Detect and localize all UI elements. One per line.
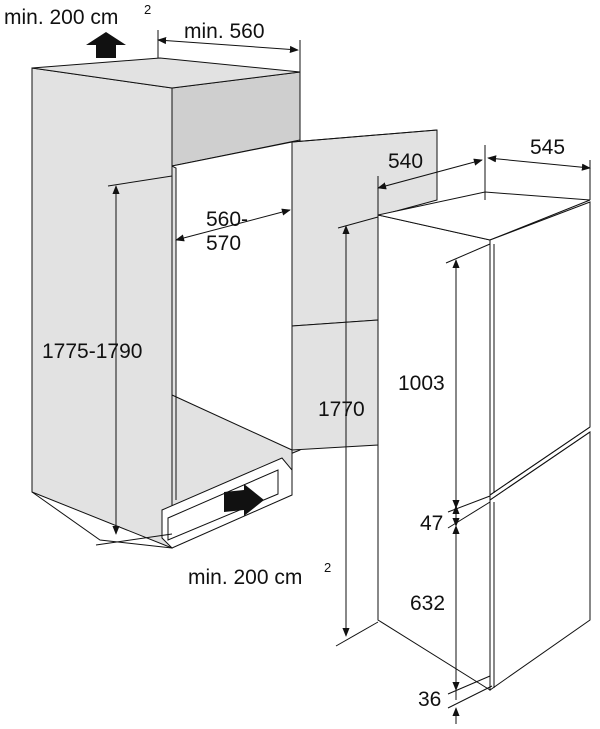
appliance-height-label: 1770 bbox=[318, 398, 365, 421]
vent-arrow-top-icon bbox=[86, 32, 126, 58]
dimension-lines bbox=[95, 30, 591, 724]
vent-top-label: min. 200 cm bbox=[4, 6, 118, 29]
appliance-depth-door-label: 545 bbox=[530, 136, 565, 159]
niche-depth-label-line2: 570 bbox=[206, 232, 241, 255]
vent-top-superscript: 2 bbox=[144, 2, 151, 17]
labels: min. 200 cm 2 min. 560 560- 570 1775-179… bbox=[4, 2, 565, 711]
niche-height-label: 1775-1790 bbox=[42, 340, 142, 363]
bottom-offset-label: 36 bbox=[418, 688, 441, 711]
vent-arrow-bottom-icon bbox=[224, 484, 264, 516]
vent-bottom-superscript: 2 bbox=[324, 560, 331, 575]
niche-depth-label-line1: 560- bbox=[206, 208, 248, 231]
appliance bbox=[377, 191, 591, 691]
niche-width-label: min. 560 bbox=[184, 20, 265, 43]
freezer-door-height-label: 632 bbox=[410, 592, 445, 615]
appliance-depth-label: 540 bbox=[388, 150, 423, 173]
vent-bottom-label: min. 200 cm bbox=[188, 566, 302, 589]
fridge-door-height-label: 1003 bbox=[398, 372, 445, 395]
niche-cabinet bbox=[31, 57, 301, 549]
gap-between-doors-label: 47 bbox=[420, 512, 443, 535]
